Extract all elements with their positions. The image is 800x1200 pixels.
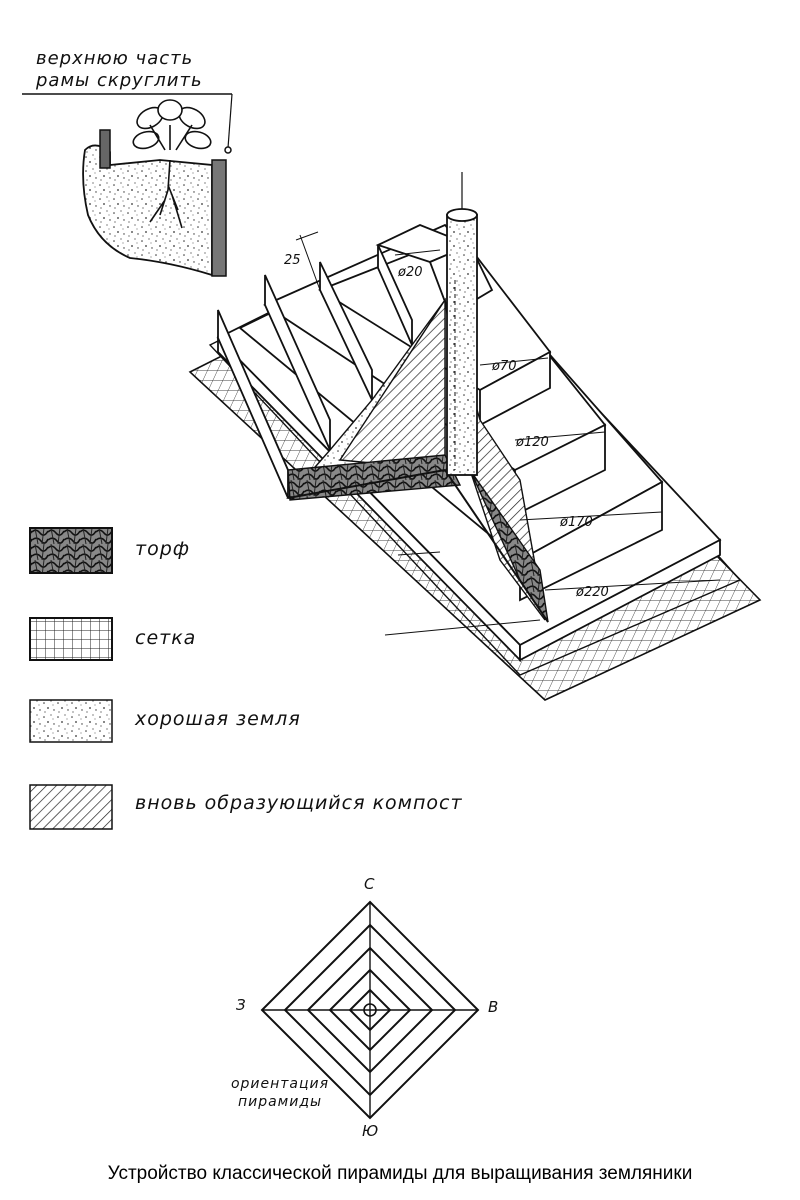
legend-label-soil: хорошая земля bbox=[135, 708, 301, 730]
dim-step-height: 25 bbox=[284, 253, 301, 268]
legend-swatch-soil bbox=[29, 699, 113, 743]
legend-swatches bbox=[29, 527, 113, 830]
strawberry-plant-icon bbox=[132, 99, 212, 229]
legend-swatch-mesh bbox=[29, 617, 113, 661]
compass-orientation bbox=[260, 900, 480, 1120]
legend-label-compost: вновь образующийся компост bbox=[135, 792, 463, 814]
frame-note-line-2: рамы скруглить bbox=[36, 70, 203, 91]
dim-pipe: ø20 bbox=[397, 265, 423, 280]
compass-label: ориентация пирамиды bbox=[215, 1075, 345, 1111]
plant-inset bbox=[22, 93, 233, 277]
legend-label-peat: торф bbox=[135, 538, 190, 560]
dim-tier-2: ø120 bbox=[515, 435, 549, 450]
legend-swatch-compost bbox=[29, 784, 113, 830]
compass-east: В bbox=[488, 998, 499, 1016]
watering-pipe bbox=[446, 172, 478, 476]
frame-note-line-1: верхнюю часть bbox=[36, 48, 194, 69]
legend-label-mesh: сетка bbox=[135, 627, 197, 649]
figure-caption: Устройство классической пирамиды для выр… bbox=[107, 1163, 693, 1184]
compass-north: С bbox=[364, 875, 375, 893]
dim-tier-3: ø170 bbox=[559, 515, 593, 530]
dim-tier-4: ø220 bbox=[575, 585, 609, 600]
compass-west: З bbox=[236, 996, 246, 1014]
compass-south: Ю bbox=[362, 1122, 379, 1140]
frame-note: верхнюю часть рамы скруглить bbox=[36, 48, 203, 92]
pyramid-drawing: 25 ø20 ø70 ø120 ø170 ø220 bbox=[188, 172, 762, 701]
legend-swatch-peat bbox=[29, 527, 113, 574]
compass-label-line-2: пирамиды bbox=[237, 1094, 323, 1110]
dim-tier-1: ø70 bbox=[491, 359, 517, 374]
compass-label-line-1: ориентация bbox=[230, 1076, 330, 1092]
